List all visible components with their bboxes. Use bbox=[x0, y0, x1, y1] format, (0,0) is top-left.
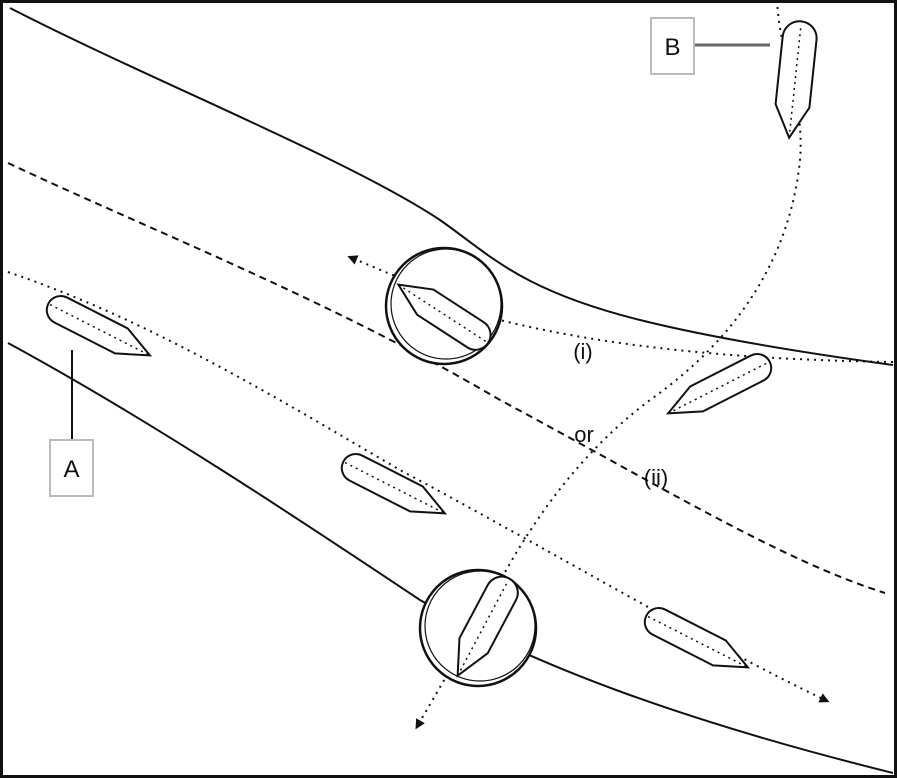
upper-river-bank bbox=[9, 7, 894, 366]
option-ii-label: (ii) bbox=[644, 465, 668, 490]
label-a-text: A bbox=[63, 456, 79, 483]
vessel-b bbox=[774, 20, 818, 140]
label-a-box bbox=[49, 439, 94, 497]
circled-vessel-lower bbox=[418, 568, 538, 688]
circled-vessel-upper bbox=[384, 246, 504, 366]
track-vessel-b-crossing bbox=[415, 0, 802, 730]
channel-centerline bbox=[7, 162, 886, 594]
vessel-a bbox=[45, 295, 153, 357]
option-or-label: or bbox=[574, 422, 594, 447]
lower-river-bank bbox=[7, 342, 894, 774]
option-i-label: (i) bbox=[573, 339, 593, 364]
label-b-box bbox=[650, 17, 695, 75]
vessel-downbound-lower-right bbox=[643, 607, 751, 669]
track-i-upbound-lane bbox=[347, 255, 894, 363]
vessel-turning-right bbox=[665, 353, 773, 415]
label-b-text: B bbox=[664, 34, 680, 61]
vessel-downbound-middle bbox=[340, 453, 448, 515]
